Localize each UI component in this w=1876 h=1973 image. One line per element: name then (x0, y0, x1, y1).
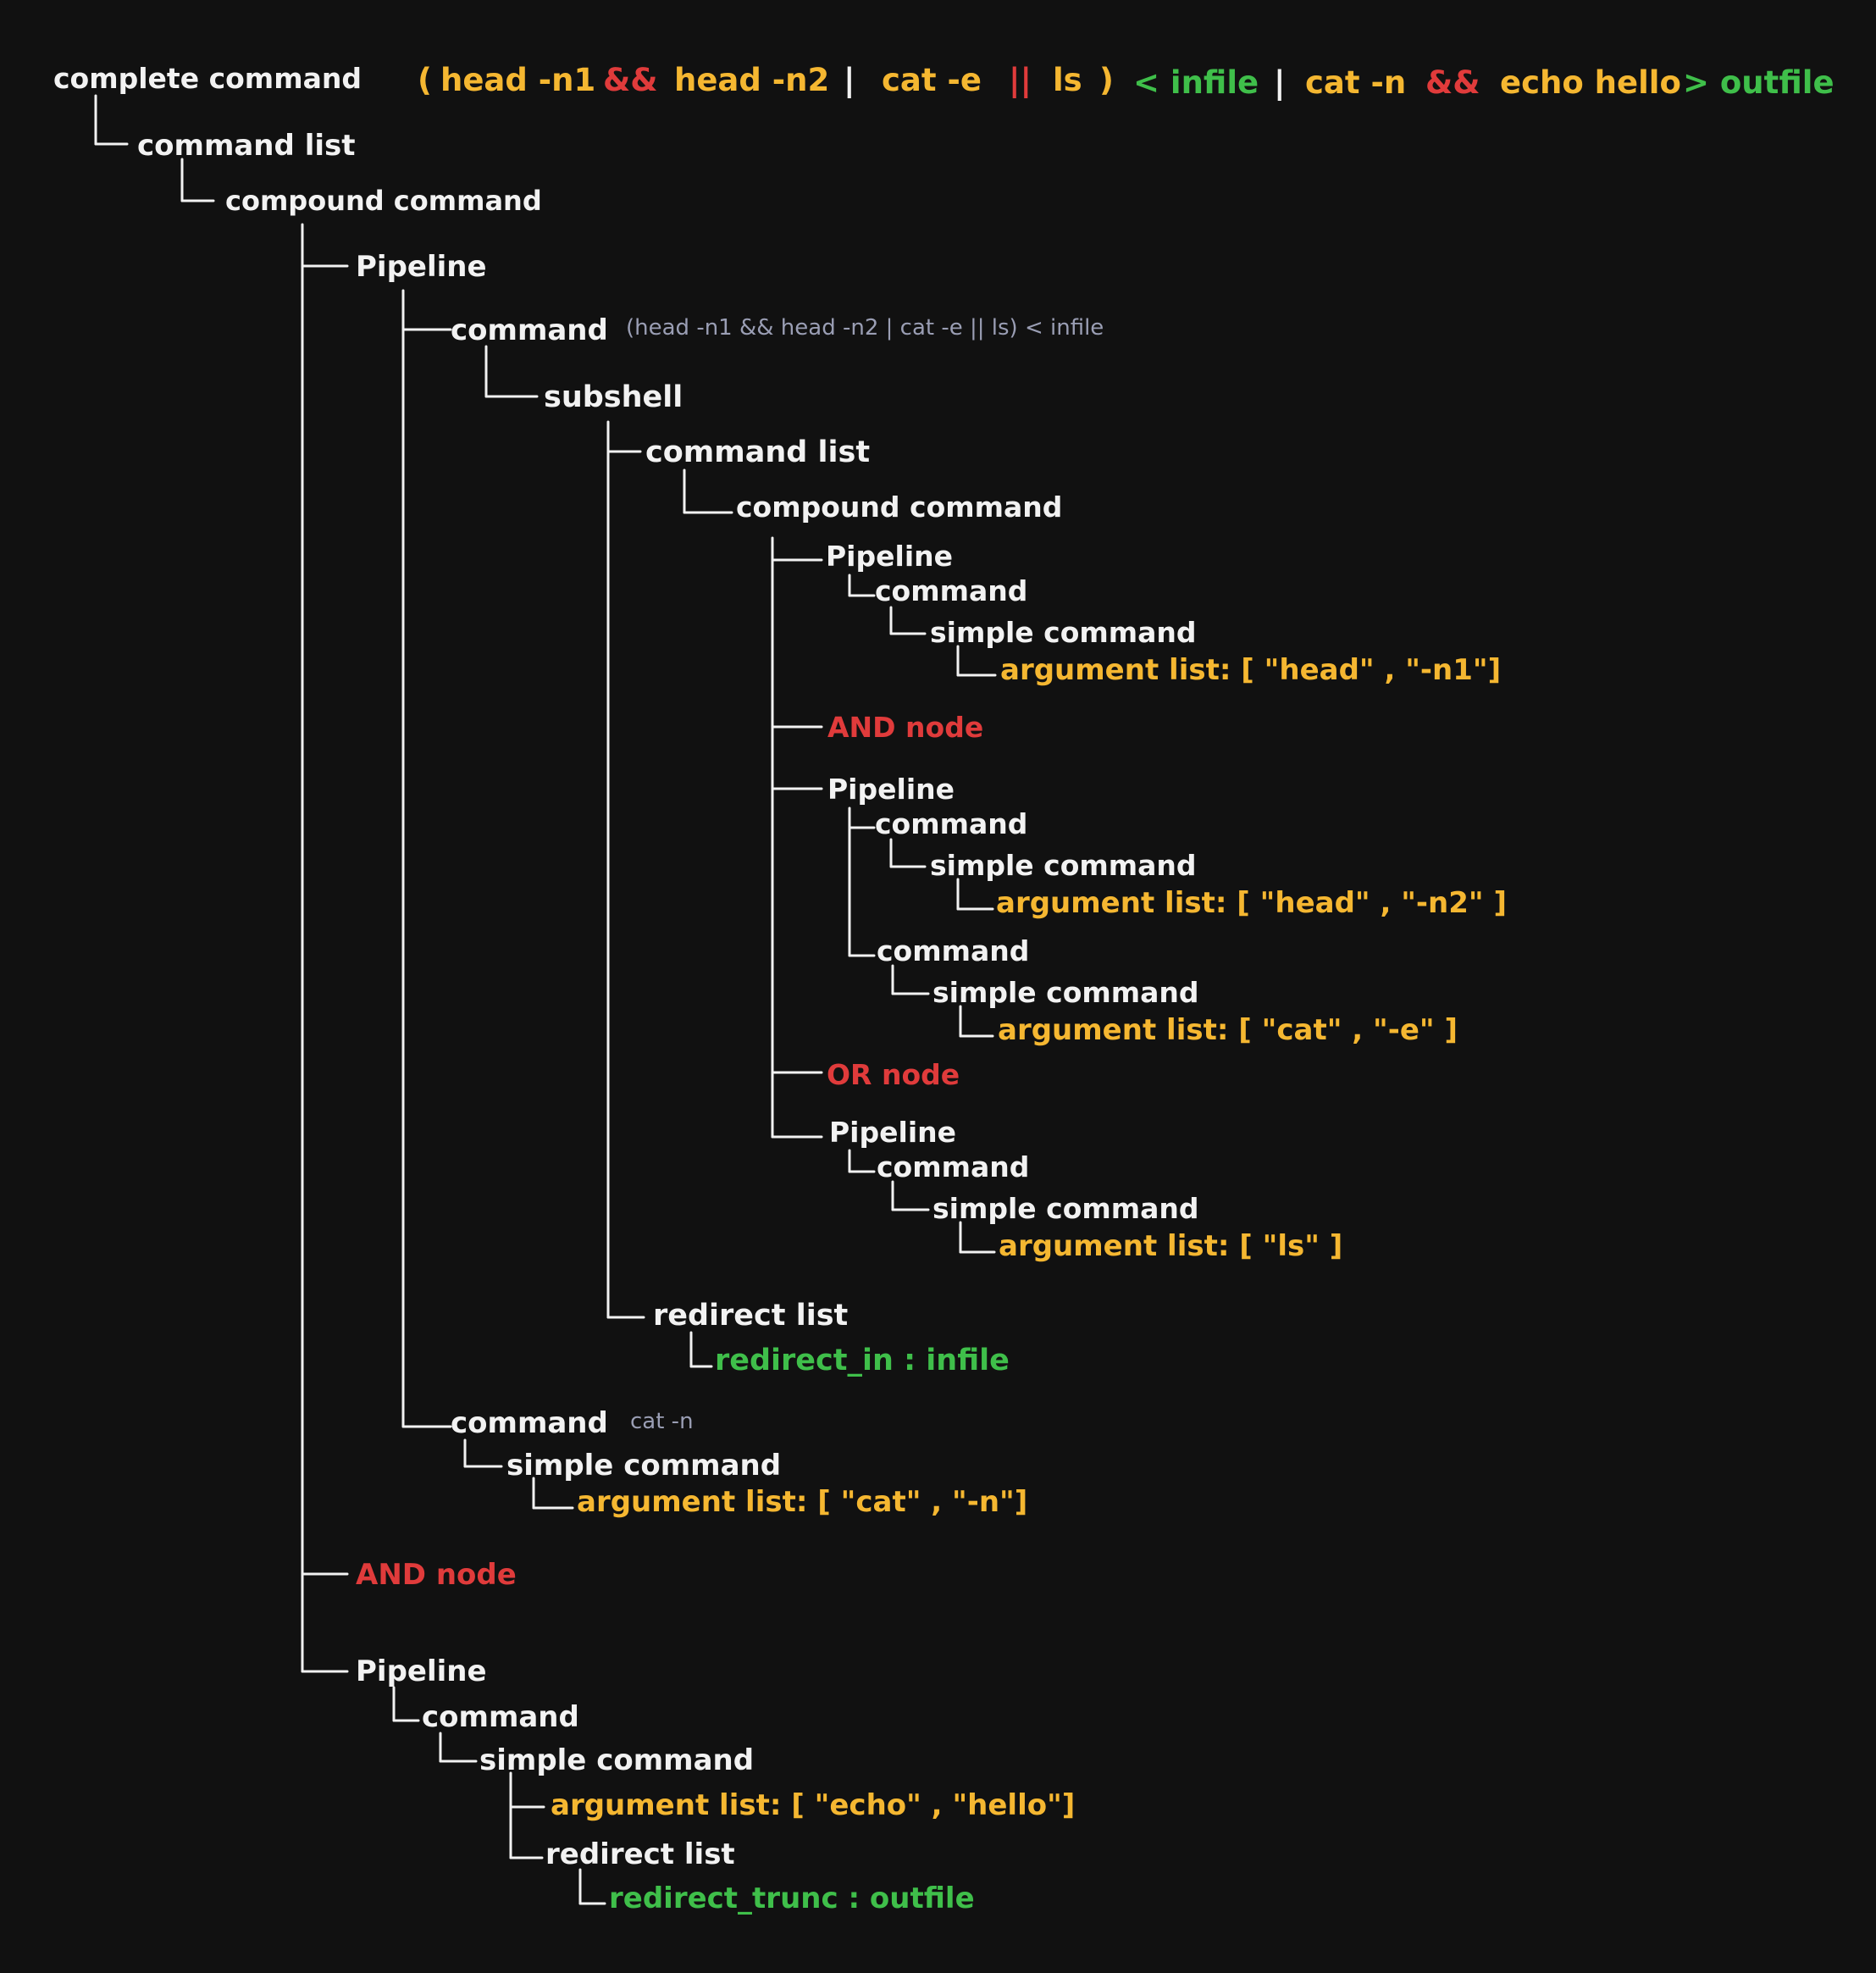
node-simple-command-echo: simple command (479, 1743, 755, 1777)
cmd-token-and: && (603, 62, 658, 98)
cmd-token-open-paren: ( (418, 62, 432, 98)
cmd-token-or: || (1009, 62, 1032, 98)
cmd-token-and-2: && (1425, 64, 1480, 101)
node-compound-command-inner: compound command (736, 490, 1063, 524)
cmd-token-pipe-2: | (1274, 64, 1286, 101)
cmd-token-redirect-in: < infile (1133, 64, 1259, 101)
node-pipeline-head-n1: Pipeline (826, 540, 953, 573)
node-redirect-list-subshell: redirect list (653, 1299, 849, 1333)
cmd-token-pipe: | (844, 62, 855, 98)
annotation-cat-n: cat -n (630, 1409, 694, 1434)
annotation-subshell-command: (head -n1 && head -n2 | cat -e || ls) < … (626, 315, 1104, 341)
node-simple-command-head-n2: simple command (930, 849, 1197, 882)
node-pipeline-echo: Pipeline (356, 1654, 487, 1688)
node-argument-list-head-n2: argument list: [ "head" , "-n2" ] (996, 886, 1507, 920)
node-command: command (451, 313, 608, 347)
cmd-token-close-paren: ) (1099, 62, 1114, 98)
node-pipeline-ls: Pipeline (829, 1116, 956, 1149)
cmd-token-head-n2: head -n2 (674, 62, 830, 98)
node-command-cat-e: command (877, 934, 1030, 967)
node-simple-command-ls: simple command (932, 1192, 1199, 1225)
cmd-token-head-n1: head -n1 (440, 62, 596, 98)
node-simple-command-cat-n: simple command (506, 1449, 782, 1483)
node-compound-command: compound command (225, 185, 542, 217)
node-simple-command-head-n1: simple command (930, 616, 1197, 649)
node-and-outer: AND node (356, 1558, 517, 1592)
node-command-echo: command (422, 1700, 579, 1734)
cmd-token-ls: ls (1053, 62, 1082, 98)
cmd-token-cat-n: cat -n (1305, 64, 1407, 101)
node-redirect-trunc: redirect_trunc : outfile (609, 1882, 975, 1915)
node-command-list: command list (137, 129, 356, 163)
node-argument-list-head-n1: argument list: [ "head" , "-n1"] (1000, 653, 1502, 687)
node-command-list-inner: command list (645, 435, 871, 469)
cmd-token-redirect-out: > outfile (1683, 64, 1834, 101)
cmd-token-echo-hello: echo hello (1500, 64, 1681, 101)
node-redirect-list-echo: redirect list (545, 1837, 735, 1871)
node-pipeline: Pipeline (356, 250, 487, 284)
node-and-inner: AND node (827, 711, 984, 744)
node-simple-command-cat-e: simple command (932, 976, 1199, 1009)
node-complete-command: complete command (53, 62, 362, 95)
node-or-inner: OR node (827, 1058, 960, 1091)
node-command-cat-n: command (451, 1406, 608, 1440)
node-command-head-n2: command (875, 807, 1028, 840)
node-redirect-in: redirect_in : infile (715, 1344, 1010, 1377)
node-subshell: subshell (544, 380, 683, 414)
node-argument-list-cat-e: argument list: [ "cat" , "-e" ] (998, 1013, 1458, 1047)
node-argument-list-ls: argument list: [ "ls" ] (999, 1229, 1343, 1263)
node-command-head-n1: command (875, 574, 1028, 607)
cmd-token-cat-e: cat -e (882, 62, 982, 98)
node-pipeline-head-n2: Pipeline (827, 773, 955, 806)
node-argument-list-cat-n: argument list: [ "cat" , "-n"] (577, 1485, 1028, 1519)
node-command-ls: command (877, 1150, 1030, 1183)
node-argument-list-echo: argument list: [ "echo" , "hello"] (551, 1788, 1076, 1822)
